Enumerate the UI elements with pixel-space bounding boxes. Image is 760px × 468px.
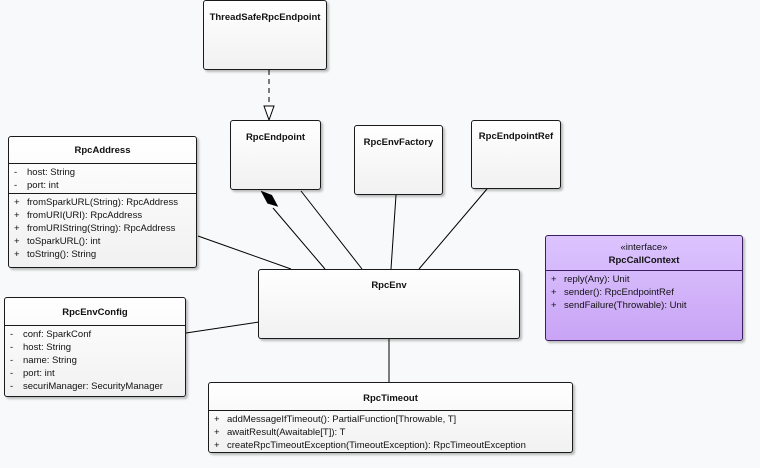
- operation-row: +fromURIString(String): RpcAddress: [14, 223, 176, 234]
- stereotype-label: «interface»: [620, 242, 668, 253]
- class-rpc-env[interactable]: RpcEnv: [258, 269, 520, 339]
- composition-diamond: [260, 190, 279, 207]
- operation-row: +awaitResult(Awaitable[T]): T: [214, 427, 346, 438]
- attribute-row: -port: int: [14, 180, 59, 191]
- class-name: ThreadSafeRpcEndpoint: [209, 12, 321, 23]
- assoc-config-env: [185, 321, 260, 334]
- operation-row: +fromSparkURL(String): RpcAddress: [14, 197, 178, 208]
- class-name: RpcTimeout: [363, 393, 418, 404]
- operations-compartment: +fromSparkURL(String): RpcAddress +fromU…: [9, 193, 196, 262]
- attribute-row: -name: String: [10, 355, 77, 366]
- assoc-ref-env: [418, 188, 488, 270]
- class-rpc-endpoint-ref[interactable]: RpcEndpointRef: [471, 120, 561, 189]
- class-name: RpcEndpointRef: [478, 131, 554, 142]
- operation-row: +sender(): RpcEndpointRef: [551, 287, 674, 298]
- class-name: RpcCallContext: [608, 255, 680, 266]
- class-name: RpcEnvConfig: [62, 307, 128, 318]
- attribute-row: -port: int: [10, 368, 55, 379]
- class-rpc-env-config[interactable]: RpcEnvConfig -conf: SparkConf -host: Str…: [4, 297, 186, 397]
- attribute-row: -conf: SparkConf: [10, 329, 92, 340]
- operation-row: +toString(): String: [14, 249, 97, 260]
- assoc-factory-env: [390, 194, 397, 270]
- class-name: RpcEnv: [371, 280, 407, 291]
- class-rpc-env-factory[interactable]: RpcEnvFactory: [354, 125, 443, 195]
- attributes-compartment: -host: String -port: int: [9, 163, 196, 193]
- operations-compartment: +addMessageIfTimeout(): PartialFunction[…: [209, 410, 572, 453]
- operation-row: +fromURI(URI): RpcAddress: [14, 210, 143, 221]
- operation-row: +createRpcTimeoutException(TimeoutExcept…: [214, 440, 526, 451]
- class-thread-safe-rpc-endpoint[interactable]: ThreadSafeRpcEndpoint: [203, 0, 327, 70]
- class-rpc-timeout[interactable]: RpcTimeout +addMessageIfTimeout(): Parti…: [208, 382, 573, 453]
- attributes-compartment: -conf: SparkConf -host: String -name: St…: [5, 325, 185, 394]
- operation-row: +reply(Any): Unit: [551, 274, 630, 285]
- class-rpc-address[interactable]: RpcAddress -host: String -port: int +fro…: [8, 136, 197, 268]
- operations-compartment: +reply(Any): Unit +sender(): RpcEndpoint…: [546, 270, 742, 313]
- attribute-row: -securiManager: SecurityManager: [10, 381, 163, 392]
- composition-line: [272, 207, 326, 270]
- assoc-address-env: [197, 235, 292, 270]
- class-name: RpcEndpoint: [245, 132, 306, 143]
- assoc-endpoint-env: [300, 190, 363, 270]
- class-name: RpcEnvFactory: [363, 137, 434, 148]
- realization-arrowhead: [263, 105, 275, 122]
- operation-row: +toSparkURL(): int: [14, 236, 101, 247]
- class-name: RpcAddress: [74, 145, 131, 156]
- class-rpc-endpoint[interactable]: RpcEndpoint: [230, 120, 321, 190]
- attribute-row: -host: String: [10, 342, 72, 353]
- interface-rpc-call-context[interactable]: «interface» RpcCallContext +reply(Any): …: [545, 235, 743, 341]
- operation-row: +sendFailure(Throwable): Unit: [551, 300, 687, 311]
- attribute-row: -host: String: [14, 167, 76, 178]
- operation-row: +addMessageIfTimeout(): PartialFunction[…: [214, 414, 457, 425]
